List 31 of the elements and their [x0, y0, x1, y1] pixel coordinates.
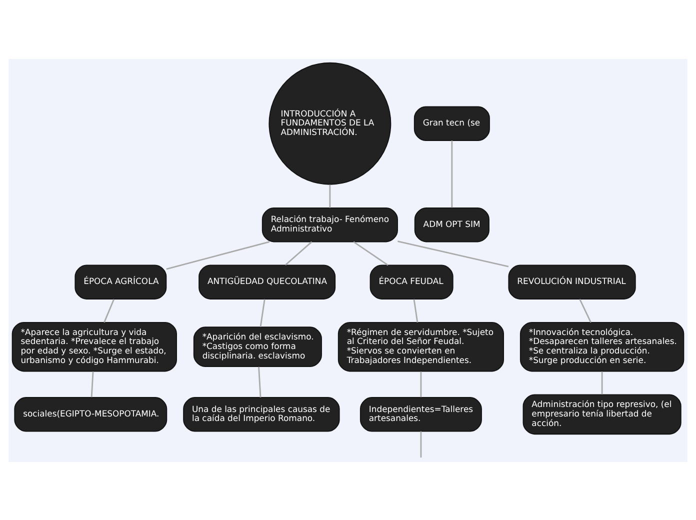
connector [166, 240, 270, 270]
connector [260, 298, 266, 326]
connector [284, 240, 312, 266]
node-box: *Régimen de servidumbre. *Sujeto al Criterio del Señor Feudal. *Siervos se convierten en Trabajadores Independientes. [338, 321, 504, 372]
connector [329, 184, 331, 208]
node-box: REVOLUCIÓN INDUSTRIAL [508, 264, 636, 299]
node-box: Relación trabajo- Fenómeno Administrativo [262, 207, 398, 242]
connector [420, 430, 422, 458]
node-box: Gran tecn (se [414, 106, 490, 140]
connector [104, 298, 115, 322]
node-box: *Aparece la agricultura y vida sedentaria. *Prevalece el trabajo por edad y sexo. *Surge el estado, urbanismo y código Hammurabi. [12, 321, 177, 372]
node-box: *Aparición del esclavismo. *Castigos como forma disciplinaria. esclavismo [193, 326, 322, 367]
node-box: *Innovación tecnológica. *Desaparecen talleres artesanales. *Se centraliza la producción. *Surge producción en serie. [520, 321, 684, 372]
node-box: ÉPOCA AGRÍCOLA [74, 264, 167, 299]
connector [451, 140, 453, 208]
node-box: sociales(EGIPTO-MESOPOTAMIA. [14, 396, 168, 432]
node-circle: INTRODUCCIÓN A FUNDAMENTOS DE LA ADMINISTRACIÓN. [268, 62, 392, 184]
node-box: Administración tipo represivo, (el empresario tenía libertad de acción. [522, 394, 682, 434]
connector [420, 371, 422, 397]
connector [579, 298, 592, 322]
node-box: ADM OPT SIM [414, 207, 490, 242]
node-box: Independientes=Talleres artesanales. [360, 396, 482, 432]
connector [601, 371, 603, 394]
connector [398, 240, 509, 267]
node-box: ÉPOCA FEUDAL [370, 264, 454, 299]
connector [258, 366, 262, 397]
connector [413, 298, 418, 322]
connector [353, 240, 388, 266]
node-box: ANTIGÜEDAD QUECOLATINA [198, 264, 336, 299]
node-box: Una de las principales causas de la caída del Imperio Romano. [183, 396, 340, 432]
connector [90, 370, 94, 397]
